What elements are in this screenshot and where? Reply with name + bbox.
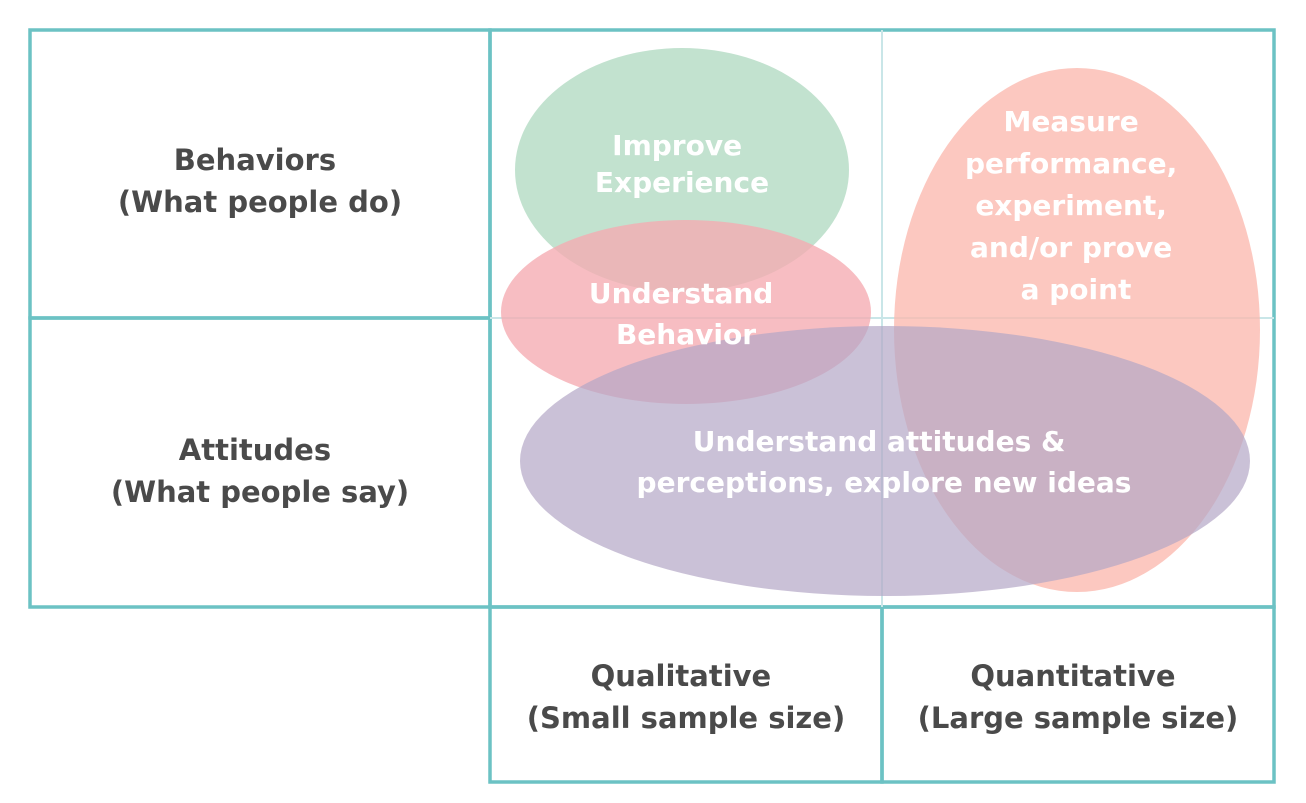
improve-experience-label: Improve Experience bbox=[595, 129, 769, 199]
improve-line-1: Improve bbox=[612, 129, 742, 162]
qualitative-subtitle: (Small sample size) bbox=[527, 701, 845, 735]
quantitative-subtitle: (Large sample size) bbox=[918, 701, 1239, 735]
quantitative-title: Quantitative bbox=[970, 659, 1175, 693]
qualitative-label: Qualitative (Small sample size) bbox=[527, 659, 845, 735]
quantitative-label: Quantitative (Large sample size) bbox=[918, 659, 1239, 735]
behaviors-label: Behaviors (What people do) bbox=[118, 143, 402, 219]
measure-line-2: performance, bbox=[965, 147, 1177, 180]
understand-attitudes-label: Understand attitudes & perceptions, expl… bbox=[637, 425, 1132, 499]
attitudes-label: Attitudes (What people say) bbox=[111, 433, 409, 509]
measure-line-5: a point bbox=[1021, 273, 1132, 306]
understand-attitudes-ellipse bbox=[520, 326, 1250, 596]
qualitative-title: Qualitative bbox=[591, 659, 772, 693]
behavior-line-2: Behavior bbox=[616, 318, 756, 351]
ellipses bbox=[501, 48, 1260, 596]
behaviors-title: Behaviors bbox=[174, 143, 336, 177]
measure-line-4: and/or prove bbox=[970, 231, 1172, 264]
attitudes-title: Attitudes bbox=[179, 433, 331, 467]
attitudes-subtitle: (What people say) bbox=[111, 475, 409, 509]
understand-behavior-label: Understand Behavior bbox=[589, 277, 783, 351]
quantitative-column-cell bbox=[880, 605, 1276, 784]
behavior-line-1: Understand bbox=[589, 277, 773, 310]
row-labels: Behaviors (What people do) Attitudes (Wh… bbox=[111, 143, 409, 509]
measure-line-1: Measure bbox=[1004, 105, 1139, 138]
ellipse-labels: Improve Experience Understand Behavior M… bbox=[589, 105, 1187, 499]
behaviors-subtitle: (What people do) bbox=[118, 185, 402, 219]
improve-line-2: Experience bbox=[595, 166, 769, 199]
attitudes-ellipse-line-2: perceptions, explore new ideas bbox=[637, 466, 1132, 499]
measure-performance-label: Measure performance, experiment, and/or … bbox=[965, 105, 1187, 306]
attitudes-ellipse-line-1: Understand attitudes & bbox=[693, 425, 1066, 458]
measure-line-3: experiment, bbox=[975, 189, 1167, 222]
qualitative-column-cell bbox=[488, 605, 884, 784]
column-labels: Qualitative (Small sample size) Quantita… bbox=[527, 659, 1239, 735]
